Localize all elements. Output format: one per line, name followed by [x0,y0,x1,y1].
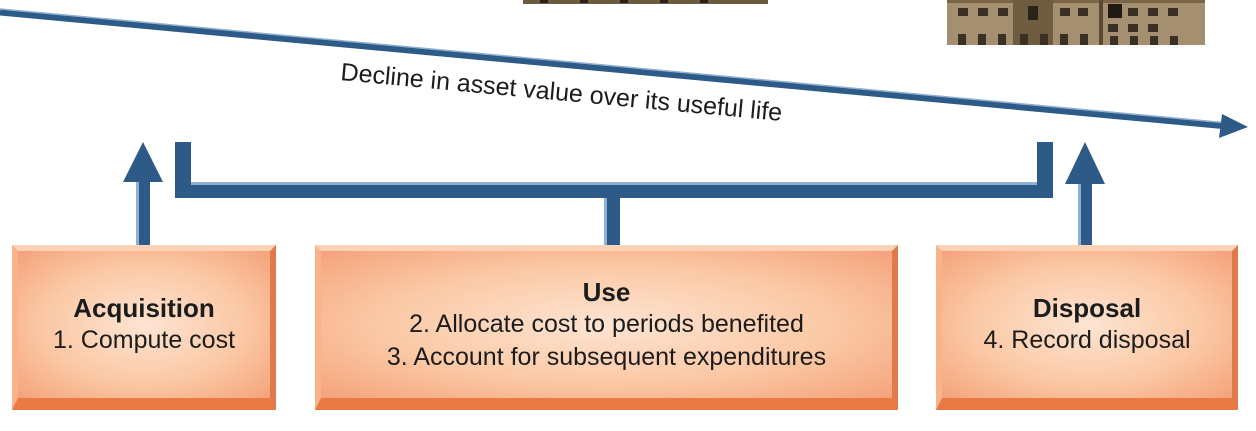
building-image-right [947,0,1205,45]
disposal-title: Disposal [1032,293,1142,323]
use-bracket [175,142,1053,246]
disposal-up-arrow [1065,142,1105,246]
acquisition-title: Acquisition [73,293,215,323]
decline-label: Decline in asset value over its useful l… [339,58,783,127]
disposal-step-4: 4. Record disposal [983,326,1191,354]
disposal-box: Disposal 4. Record disposal [936,245,1238,410]
use-step-3: 3. Account for subsequent expenditures [386,342,827,371]
decline-arrow [0,8,1248,138]
acquisition-step-1: 1. Compute cost [52,326,236,354]
decline-arrowhead [1219,114,1248,138]
use-title: Use [582,276,631,307]
building-image-left [523,0,768,4]
acquisition-up-arrow [123,142,163,246]
use-step-2: 2. Allocate cost to periods benefited [409,309,804,338]
acquisition-box: Acquisition 1. Compute cost [12,245,276,410]
use-box: Use 2. Allocate cost to periods benefite… [315,245,898,410]
